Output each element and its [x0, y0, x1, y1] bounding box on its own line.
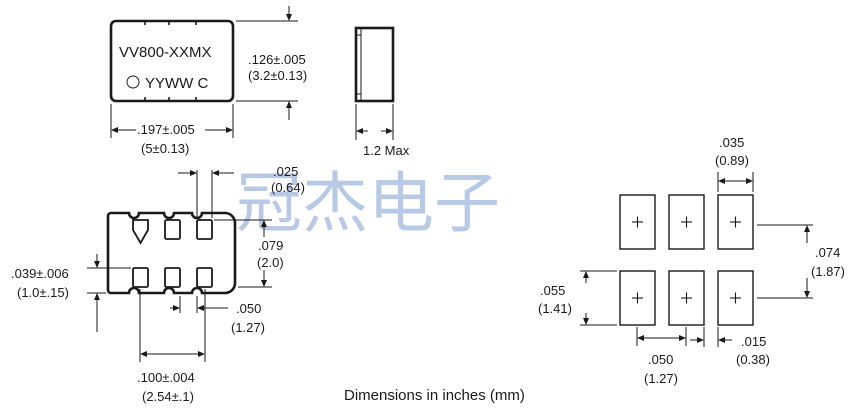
pitch-in-label: .100±.004	[137, 370, 195, 385]
bottom-pad-2	[164, 219, 181, 240]
land-pad-height-in-label: .055	[540, 283, 565, 298]
package-outline-side	[354, 26, 395, 103]
package-outline-top	[109, 19, 235, 103]
land-pad-width-mm-label: (0.89)	[715, 153, 749, 168]
bottom-pad-6	[132, 267, 149, 288]
date-code-label: YYWW C	[145, 75, 208, 92]
pad-length-mm-label: (2.0)	[257, 255, 284, 270]
watermark-text: 冠杰电子	[236, 165, 500, 242]
top-view: VV800-XXMX YYWW C .126±.005 (3.2±0.13) .…	[109, 6, 307, 156]
pad-gap-mm-label: (1.27)	[231, 320, 265, 335]
pad-length-in-label: .079	[258, 238, 283, 253]
land-pitch-in-label: .050	[648, 352, 673, 367]
footprint-view: .035 (0.89) .074 (1.87) .055 (1.41) .050…	[538, 135, 845, 386]
top-width-in-label: .197±.005	[137, 122, 195, 137]
package-outline-bottom	[106, 211, 237, 295]
pitch-mm-label: (2.54±.1)	[142, 389, 194, 404]
dimensions-caption: Dimensions in inches (mm)	[344, 387, 525, 404]
edge-mm-label: (1.0±.15)	[17, 285, 69, 300]
land-pitch-mm-label: (1.27)	[644, 371, 678, 386]
land-gap-mm-label: (0.38)	[736, 352, 770, 367]
row-spacing-in-label: .074	[815, 245, 840, 260]
land-pad-5	[668, 270, 705, 326]
row-spacing-mm-label: (1.87)	[811, 264, 845, 279]
bottom-pad-5	[164, 267, 181, 288]
pin1-indicator-icon	[126, 75, 140, 89]
pad-center-plus-icons	[632, 216, 741, 304]
top-height-mm-label: (3.2±0.13)	[248, 68, 307, 83]
pad-gap-in-label: .050	[236, 301, 261, 316]
land-pad-width-in-label: .035	[719, 135, 744, 150]
land-pad-height-mm-label: (1.41)	[538, 301, 572, 316]
bottom-pad-1	[132, 219, 149, 245]
part-number-label: VV800-XXMX	[119, 44, 212, 61]
bottom-view: .025 (0.64) .079 (2.0) .039±.006 (1.0±.1…	[11, 164, 305, 404]
edge-in-label: .039±.006	[11, 266, 69, 281]
pad-width-in-label: .025	[273, 164, 298, 179]
bottom-pad-4	[196, 267, 213, 288]
pad-width-mm-label: (0.64)	[271, 180, 305, 195]
side-view: 1.2 Max	[354, 26, 410, 158]
bottom-pad-3	[196, 219, 213, 240]
top-height-in-label: .126±.005	[248, 52, 306, 67]
side-max-height-label: 1.2 Max	[363, 143, 410, 158]
land-gap-in-label: .015	[741, 334, 766, 349]
top-width-mm-label: (5±0.13)	[141, 141, 189, 156]
